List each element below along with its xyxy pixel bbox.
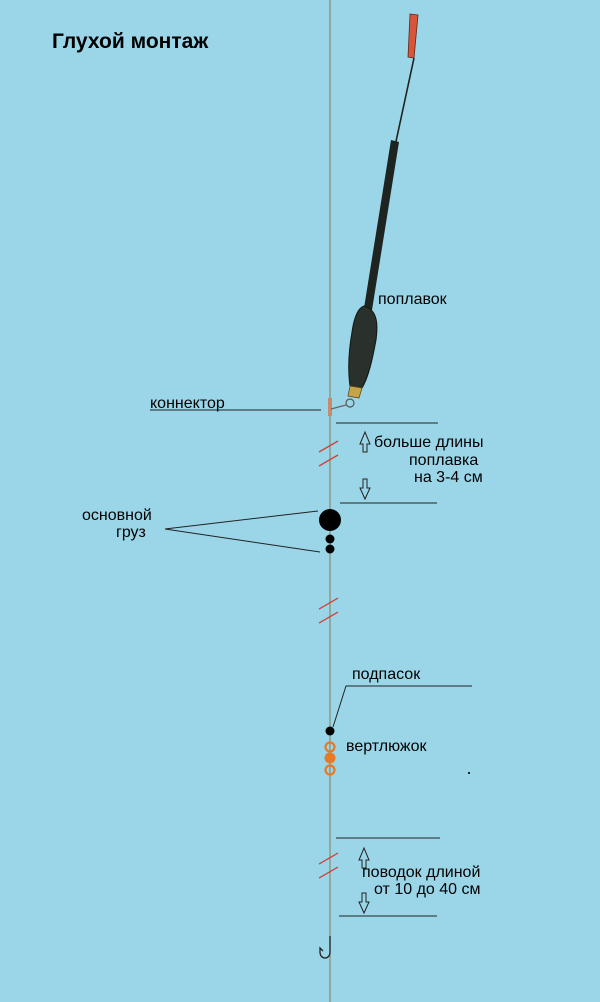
- stray-dot: [468, 772, 470, 774]
- sinker-icon: [325, 726, 335, 736]
- sinker-pointer: [332, 685, 472, 728]
- down-arrow-icon: [359, 478, 371, 501]
- swivel-icon: [324, 741, 336, 776]
- diagram-title: Глухой монтаж: [52, 30, 209, 53]
- hook-icon: [319, 936, 331, 959]
- main-weight-label-line1: основной: [82, 507, 152, 524]
- leader-label-line1: поводок длиной: [362, 864, 481, 881]
- line-break-mark-3: [318, 852, 339, 879]
- up-arrow-icon: [359, 430, 371, 453]
- sinker-label: подпасок: [352, 666, 421, 683]
- leader-label-line2: от 10 до 40 см: [374, 881, 481, 898]
- connector-label: коннектор: [150, 395, 225, 412]
- main-weight-pointer-1: [164, 510, 319, 530]
- main-weight-label-line2: груз: [116, 524, 146, 541]
- leader-down-arrow-icon: [358, 892, 370, 915]
- main-weight-pointer-2: [164, 528, 321, 553]
- swivel-label: вертлюжок: [346, 738, 427, 755]
- float-distance-label-line2: поплавка: [409, 452, 479, 469]
- connector-icon: [328, 398, 347, 416]
- line-break-mark-1: [318, 440, 339, 467]
- float-label: поплавок: [378, 291, 447, 308]
- main-weight-icon: [319, 509, 341, 554]
- line-break-mark-2: [318, 597, 339, 624]
- float-icon: [345, 13, 419, 408]
- leader-up-arrow-icon: [358, 846, 370, 869]
- float-distance-label-line1: больше длины: [374, 434, 484, 451]
- float-distance-label-line3: на 3-4 см: [414, 469, 483, 486]
